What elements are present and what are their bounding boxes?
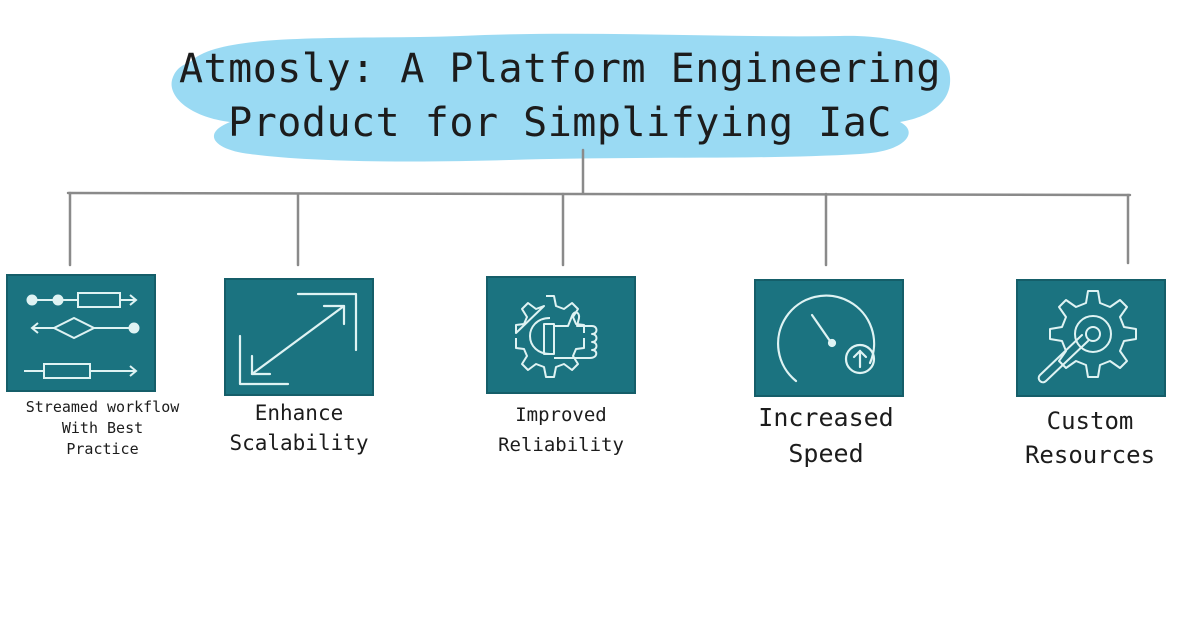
- node-label-5: Custom Resources: [1000, 404, 1180, 472]
- title-line-1: Atmosly: A Platform Engineering: [178, 46, 942, 92]
- node-label-5-line-1: Custom: [1046, 407, 1134, 435]
- diagram-title: Atmosly: A Platform Engineering Product …: [160, 42, 960, 150]
- node-label-2: Enhance Scalability: [214, 398, 384, 458]
- title-line-2: Product for Simplifying IaC: [228, 100, 892, 146]
- node-label-1-line-2: With Best: [61, 419, 144, 437]
- node-label-4-line-1: Increased: [758, 403, 894, 432]
- gear-wrench-icon: [1037, 290, 1137, 384]
- node-box-1: [6, 274, 156, 392]
- node-box-3: [486, 276, 636, 394]
- node-label-1: Streamed workflow With Best Practice: [0, 397, 205, 460]
- workflow-icon: [24, 292, 140, 379]
- title-block: Atmosly: A Platform Engineering Product …: [160, 22, 960, 172]
- node-box-5: [1016, 279, 1166, 397]
- speedometer-icon: [777, 294, 876, 383]
- gear-thumbs-up-icon: [515, 295, 598, 378]
- node-label-4: Increased Speed: [736, 400, 916, 472]
- node-label-5-line-2: Resources: [1024, 441, 1156, 469]
- node-label-3: Improved Reliability: [476, 400, 646, 460]
- node-label-1-line-3: Practice: [66, 440, 139, 458]
- node-box-4: [754, 279, 904, 397]
- node-label-4-line-2: Speed: [788, 439, 864, 468]
- title-highlight-blob: [171, 33, 951, 162]
- node-label-2-line-1: Enhance: [254, 401, 344, 425]
- horizontal-branch-line: [66, 191, 1132, 197]
- node-label-1-line-1: Streamed workflow: [25, 398, 180, 416]
- node-label-2-line-2: Scalability: [229, 431, 369, 455]
- node-label-3-line-1: Improved: [515, 404, 607, 426]
- node-box-2: [224, 278, 374, 396]
- scale-arrow-icon: [238, 292, 358, 386]
- node-label-3-line-2: Reliability: [498, 434, 624, 456]
